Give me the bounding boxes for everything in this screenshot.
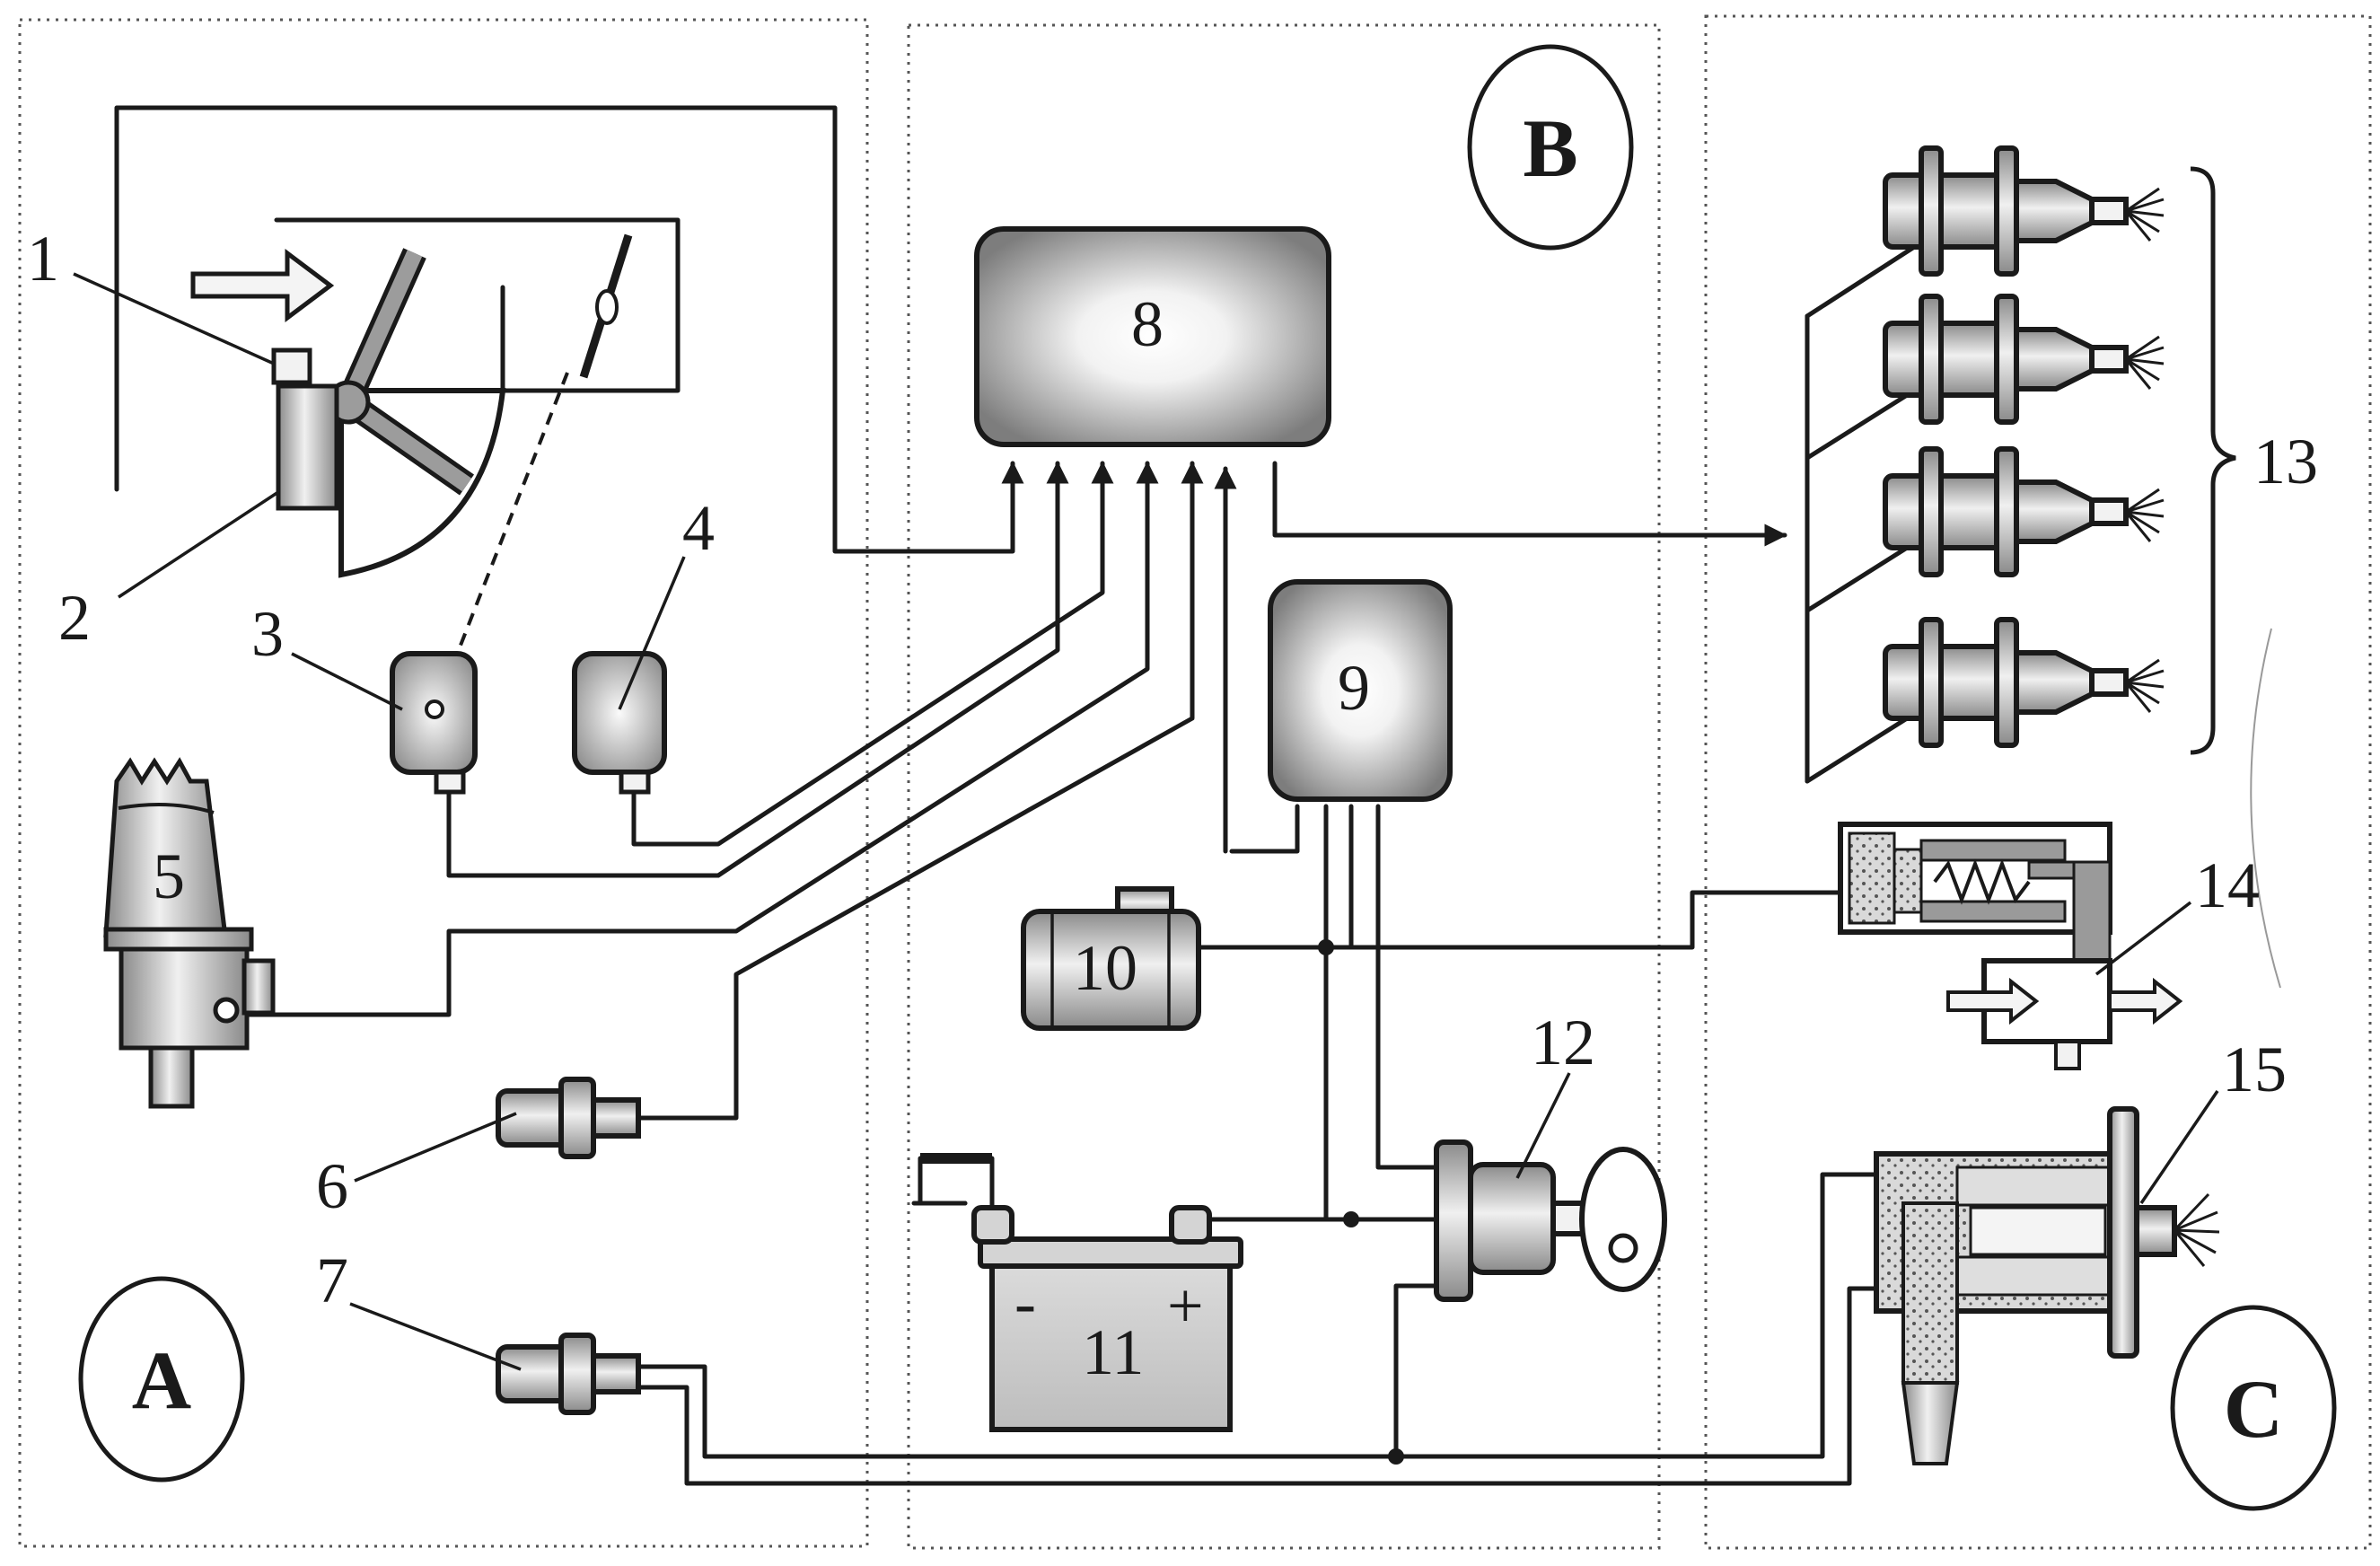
label-6: 6 <box>316 1150 348 1222</box>
label-8: 8 <box>1131 288 1164 360</box>
label-14: 14 <box>2195 849 2260 921</box>
battery-plus-sign: + <box>1167 1270 1204 1342</box>
fuel-injectors <box>1883 145 2236 755</box>
section-markers: A B C <box>78 44 2337 1511</box>
label-3: 3 <box>251 598 284 670</box>
section-a-label: A <box>132 1334 191 1426</box>
distributor <box>103 757 276 1109</box>
coolant-temperature-sensor <box>496 1077 641 1159</box>
label-12: 12 <box>1531 1007 1595 1078</box>
section-b-frame <box>907 23 1661 1550</box>
section-c-frame <box>1704 14 2372 1550</box>
section-a-frame <box>18 18 869 1548</box>
battery-minus-sign: - <box>1014 1267 1036 1339</box>
section-c-label: C <box>2224 1363 2283 1455</box>
oxygen-sensor <box>496 1333 641 1415</box>
leader-lines-a <box>73 272 686 1371</box>
label-7: 7 <box>316 1245 348 1316</box>
cold-start-injector <box>1874 1106 2220 1465</box>
fuel-pump <box>1021 886 1201 1031</box>
leader-lines-b <box>1515 1072 1571 1179</box>
battery: - + <box>920 1153 1243 1432</box>
airflow-meter-body <box>276 383 339 511</box>
leader-lines-c <box>2095 628 2281 1204</box>
section-b-label: B <box>1523 102 1577 194</box>
label-13: 13 <box>2253 426 2318 497</box>
label-10: 10 <box>1073 932 1137 1004</box>
label-2: 2 <box>58 582 91 654</box>
ecu <box>974 226 1331 447</box>
label-15: 15 <box>2222 1034 2287 1105</box>
label-11: 11 <box>1082 1316 1144 1388</box>
idle-air-valve <box>1838 822 2183 1070</box>
wiring <box>114 105 1924 1486</box>
component-labels: 1 2 3 4 5 6 7 8 9 10 11 12 13 14 15 <box>27 223 2318 1388</box>
label-9: 9 <box>1338 652 1370 724</box>
label-1: 1 <box>27 223 59 295</box>
sensor-4 <box>572 651 667 795</box>
label-4: 4 <box>682 492 715 564</box>
throttle-position-sensor <box>390 651 478 795</box>
air-temperature-sensor <box>271 348 312 385</box>
fuel-pump-relay <box>1268 579 1453 802</box>
ignition-switch <box>1434 1139 1667 1302</box>
label-5: 5 <box>153 840 185 912</box>
